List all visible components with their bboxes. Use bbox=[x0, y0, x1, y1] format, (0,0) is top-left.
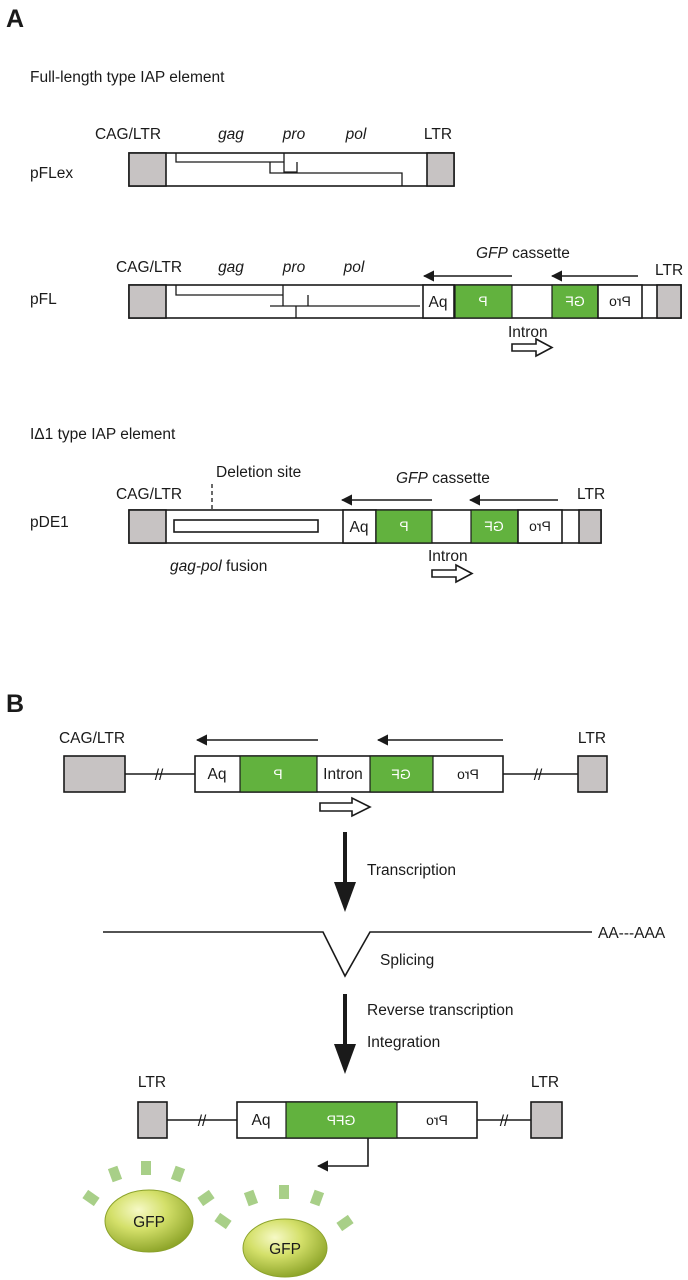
ltr-box bbox=[577, 755, 608, 793]
gf-text: GF bbox=[565, 293, 584, 309]
p-text: P bbox=[273, 766, 282, 782]
construct-pde1: Deletion site CAG/LTR LTR GFP cassette p… bbox=[30, 464, 605, 584]
id1-title: IΔ1 type IAP element bbox=[30, 426, 176, 443]
gf-text: GF bbox=[391, 766, 410, 782]
full-length-title: Full-length type IAP element bbox=[30, 69, 225, 86]
break-mark-icon: // bbox=[534, 767, 543, 784]
promoter-box bbox=[517, 509, 563, 544]
construct-pflex: CAG/LTR gag pro pol LTR pFLex bbox=[30, 126, 455, 187]
mrna-line bbox=[103, 931, 592, 978]
fluorescence-rays bbox=[214, 1185, 354, 1232]
cag-ltr-box bbox=[128, 509, 167, 544]
ltr-left-box bbox=[137, 1101, 168, 1139]
aq-text: Aq bbox=[429, 294, 448, 311]
pro-label: pro bbox=[282, 126, 306, 143]
pde1-label: pDE1 bbox=[30, 514, 69, 531]
gf-text: GF bbox=[484, 518, 503, 534]
construct-pfl: CAG/LTR gag pro pol LTR GFP cassette pFL… bbox=[30, 245, 683, 358]
aq-box bbox=[342, 509, 377, 544]
intron-arrow-icon bbox=[319, 796, 372, 818]
ltr-label: LTR bbox=[424, 126, 452, 143]
ltr-left-label: LTR bbox=[138, 1074, 166, 1091]
ltr-box bbox=[426, 152, 455, 187]
cag-ltr-label: CAG/LTR bbox=[116, 486, 182, 503]
gag-pol-fusion-label: gag-pol fusion bbox=[170, 558, 267, 575]
intron-text: Intron bbox=[323, 766, 363, 783]
pro-text: Pro bbox=[529, 518, 551, 534]
p-text: P bbox=[399, 518, 408, 534]
cag-ltr-label: CAG/LTR bbox=[116, 259, 182, 276]
gfp-fragment-gf bbox=[369, 755, 434, 793]
polya-label: AA---AAA bbox=[598, 925, 666, 942]
splicing-label: Splicing bbox=[380, 952, 434, 969]
pol-label: pol bbox=[345, 126, 367, 143]
reverse-transcription-label: Reverse transcription bbox=[367, 1002, 513, 1019]
p-text: P bbox=[478, 293, 487, 309]
deletion-site-label: Deletion site bbox=[216, 464, 301, 481]
aq-text: Aq bbox=[350, 519, 369, 536]
integration-label: Integration bbox=[367, 1034, 440, 1051]
gfp-reconstituted bbox=[285, 1101, 398, 1139]
pro-text: Pro bbox=[426, 1112, 448, 1128]
gfp-cassette-label: GFP cassette bbox=[476, 245, 570, 262]
gfp-text: GFP bbox=[327, 1112, 356, 1128]
gfp-protein-2: GFP bbox=[214, 1185, 354, 1278]
gag-label: gag bbox=[218, 259, 244, 276]
cag-ltr-label: CAG/LTR bbox=[59, 730, 125, 747]
ltr-label: LTR bbox=[578, 730, 606, 747]
gfp-fragment-p bbox=[239, 755, 318, 793]
gfp-fragment-p bbox=[454, 284, 513, 319]
intron-label: Intron bbox=[428, 548, 468, 565]
ltr-label: LTR bbox=[655, 262, 683, 279]
transcription-arrow-head bbox=[334, 882, 356, 912]
aq-text: Aq bbox=[208, 766, 227, 783]
integrated-gfp-construct: LTR LTR // Aq GFP Pro // bbox=[137, 1074, 563, 1172]
rt-arrow-head bbox=[334, 1044, 356, 1074]
pro-label: pro bbox=[282, 259, 306, 276]
gfp-protein-1: GFP bbox=[82, 1161, 215, 1253]
gag-pro-pol-frames bbox=[175, 285, 420, 318]
ltr-right-box bbox=[530, 1101, 563, 1139]
reporter-construct: CAG/LTR LTR // Aq P Intron GF Pro // bbox=[59, 730, 608, 818]
pflex-label: pFLex bbox=[30, 165, 73, 182]
aq-box bbox=[422, 284, 455, 319]
gfp-protein-blob bbox=[104, 1189, 194, 1253]
panel-b-label: B bbox=[6, 690, 24, 718]
pro-text: Pro bbox=[609, 293, 631, 309]
break-mark-icon: // bbox=[500, 1113, 509, 1130]
gfp-protein-blob bbox=[242, 1218, 328, 1278]
pfl-label: pFL bbox=[30, 291, 57, 308]
break-mark-icon: // bbox=[198, 1113, 207, 1130]
ltr-right-label: LTR bbox=[531, 1074, 559, 1091]
ltr-label: LTR bbox=[577, 486, 605, 503]
pflex-backbone bbox=[128, 152, 455, 187]
gag-label: gag bbox=[218, 126, 244, 143]
aq-text: Aq bbox=[252, 1112, 271, 1129]
break-mark-icon: // bbox=[155, 767, 164, 784]
promoter-box bbox=[597, 284, 643, 319]
intron-arrow-icon bbox=[431, 563, 474, 584]
cag-ltr-box bbox=[63, 755, 126, 793]
gfp-fragment-p bbox=[375, 509, 433, 544]
expression-arrow bbox=[316, 1138, 369, 1172]
ltr-box bbox=[578, 509, 602, 544]
cag-ltr-box bbox=[128, 152, 167, 187]
gfp-fragment-gf bbox=[470, 509, 519, 544]
pol-label: pol bbox=[343, 259, 365, 276]
cag-ltr-label: CAG/LTR bbox=[95, 126, 161, 143]
intron-arrow-icon bbox=[511, 337, 554, 358]
ltr-box bbox=[656, 284, 682, 319]
fluorescence-rays bbox=[82, 1161, 215, 1207]
gfp-protein-label: GFP bbox=[269, 1241, 301, 1258]
gag-pol-fusion-box bbox=[173, 519, 319, 533]
gag-pro-pol-frames bbox=[175, 153, 403, 186]
transcription-label: Transcription bbox=[367, 862, 456, 879]
cag-ltr-box bbox=[128, 284, 167, 319]
intron-label: Intron bbox=[508, 324, 548, 341]
panel-a-label: A bbox=[6, 5, 24, 33]
gfp-protein-label: GFP bbox=[133, 1214, 165, 1231]
gfp-cassette-label: GFP cassette bbox=[396, 470, 490, 487]
pro-text: Pro bbox=[457, 766, 479, 782]
